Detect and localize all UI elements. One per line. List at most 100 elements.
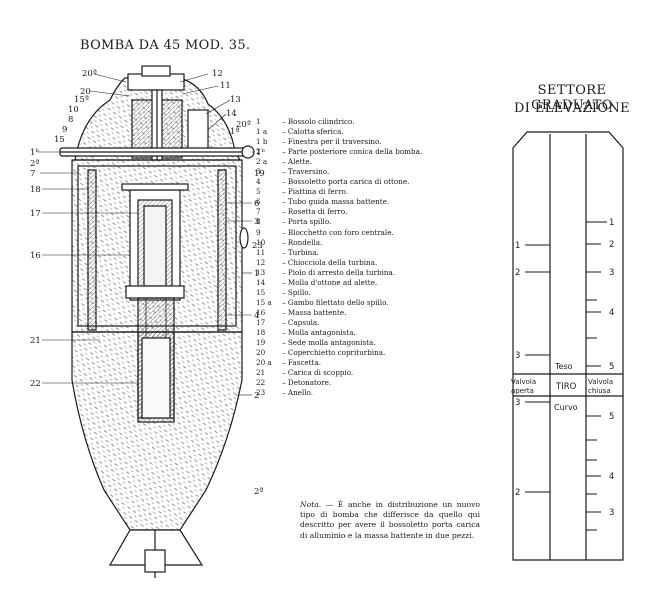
legend-number: 2 a: [256, 157, 268, 167]
valve-open-line1: Valvola: [511, 378, 536, 386]
legend-row: 5 – Piattina di ferro.: [256, 187, 496, 197]
legend-text: – Chiocciola della turbina.: [282, 257, 378, 267]
legend-text: – Piattina di ferro.: [282, 187, 349, 197]
legend-text: – Calotta sferica.: [282, 127, 344, 137]
callout-9: 9: [62, 125, 67, 135]
legend-text: – Capsula.: [282, 317, 320, 327]
legend-text: – Traversino.: [282, 167, 330, 177]
callout-11: 11: [220, 81, 231, 91]
legend-number: 10: [256, 237, 266, 247]
legend-row: 1 a– Calotta sferica.: [256, 127, 496, 137]
legend-text: – Piolo di arresto della turbina.: [282, 267, 396, 277]
page-title: BOMBA DA 45 MOD. 35.: [80, 38, 251, 53]
legend-text: – Molla antagonista.: [282, 327, 356, 337]
callout-6: 6: [254, 199, 259, 209]
right-upper-tick-1: 1: [609, 218, 614, 228]
legend-number: 1 b: [256, 137, 268, 147]
left-lower-tick-2: 2: [515, 488, 520, 498]
note-text: — È anche in distribuzione un nuovo tipo…: [300, 500, 480, 540]
callout-15a: 15ª: [74, 95, 89, 105]
sector-title-line1: SETTORE GRADUATO: [531, 83, 613, 113]
legend-text: – Rosetta di ferro.: [282, 207, 348, 217]
legend-row: 7– Rosetta di ferro.: [256, 207, 496, 217]
legend-text: – Spillo.: [282, 287, 311, 297]
legend-text: – Bossolo cilindrico.: [282, 117, 355, 126]
callout-1a-right: 1ª: [230, 127, 239, 137]
callout-12-top: 12: [212, 69, 223, 79]
legend-row: 2 – Parte posteriore conica della bomba.: [256, 147, 496, 157]
legend-number: 5: [256, 187, 261, 197]
callout-15: 15: [54, 135, 65, 145]
legend-number: 13: [256, 267, 266, 277]
legend-number: 9: [256, 227, 261, 237]
legend-text: – Massa battente.: [282, 307, 347, 317]
label-teso: Teso: [554, 362, 573, 371]
callout-2a-left: 2ª: [30, 159, 39, 169]
callout-3: 3: [254, 217, 259, 227]
callout-23: 23: [252, 241, 263, 251]
right-lower-tick-3: 3: [609, 508, 614, 518]
legend-row: 15 a– Gambo filettato dello spillo.: [256, 298, 496, 308]
left-upper-tick-1: 1: [515, 241, 520, 251]
legend-row: 12– Chiocciola della turbina.: [256, 258, 496, 268]
valve-closed-line1: Valvola: [588, 378, 613, 386]
callout-1: 1: [254, 269, 259, 279]
legend-text: – Molla d'ottone ad alette.: [282, 277, 378, 287]
legend-row: 1 – Bossolo cilindrico.: [256, 117, 496, 127]
callout-22: 22: [30, 379, 41, 389]
legend-number: 14: [256, 277, 266, 287]
legend-text: – Tubo guida massa battente.: [282, 197, 390, 207]
callout-13: 13: [230, 95, 241, 105]
legend-number: 6: [256, 197, 261, 207]
legend-row: 15– Spillo.: [256, 288, 496, 298]
legend-row: 9 – Blocchetto con foro centrale.: [256, 228, 496, 238]
legend-row: 4– Bossoletto porta carica di ottone.: [256, 177, 496, 187]
legend-number: 21: [256, 368, 266, 378]
callout-18: 18: [30, 185, 41, 195]
right-upper-tick-4: 4: [609, 308, 614, 318]
right-lower-tick-5: 5: [609, 412, 614, 422]
right-upper-tick-5: 5: [609, 362, 614, 372]
callout-17: 17: [30, 209, 41, 219]
legend-text: – Gambo filettato dello spillo.: [282, 297, 389, 307]
legend-text: – Rondella.: [282, 237, 323, 247]
callout-1b-right: 1ᵇ: [256, 148, 265, 158]
label-curvo: Curvo: [554, 403, 578, 412]
legend-row: 23– Anello.: [256, 388, 496, 398]
legend-number: 11: [256, 247, 266, 257]
callout-4: 4: [254, 311, 259, 321]
legend-text: – Detonatore.: [282, 378, 332, 388]
right-upper-tick-2: 2: [609, 240, 614, 250]
legend-number: 2: [256, 147, 261, 157]
legend-number: 23: [256, 388, 266, 398]
legend-text: – Parte posteriore conica della bomba.: [282, 147, 423, 157]
legend-text: – Carica di scoppio.: [282, 368, 354, 378]
legend-number: 20 a: [256, 358, 272, 368]
callout-2a-bottom: 2ª: [254, 487, 263, 497]
legend-number: 19: [256, 338, 266, 348]
legend-row: 10 – Rondella.: [256, 238, 496, 248]
callout-8: 8: [68, 115, 73, 125]
left-upper-tick-2: 2: [515, 268, 520, 278]
bomb-cross-section-drawing: 20ª 12 20 11 15ª 10 13 8 14 9 20ª 15 1ª …: [30, 65, 265, 578]
legend-row: 22 – Detonatore.: [256, 378, 496, 388]
legend-number: 1: [256, 117, 261, 126]
label-tiro: TIRO: [555, 382, 577, 392]
legend-text: – Coperchietto copriturbina.: [282, 348, 386, 358]
legend-number: 22: [256, 378, 266, 388]
sector-title-line2: DI ELEVAZIONE: [513, 101, 631, 116]
legend-row: 1 b – Finestra per il traversino.: [256, 137, 496, 147]
legend-row: 13 – Piolo di arresto della turbina.: [256, 268, 496, 278]
legend-row: 16– Massa battente.: [256, 308, 496, 318]
legend-text: – Blocchetto con foro centrale.: [282, 227, 394, 237]
valve-open-line2: aperta: [511, 387, 534, 395]
legend-text: – Finestra per il traversino.: [282, 137, 382, 147]
callout-19: 19: [254, 169, 265, 179]
right-upper-tick-3: 3: [609, 268, 614, 278]
legend-number: 20: [256, 348, 266, 358]
parts-legend: 1 – Bossolo cilindrico.1 a– Calotta sferi…: [256, 117, 496, 398]
legend-number: 3: [256, 167, 261, 177]
legend-number: 4: [256, 177, 261, 187]
callout-7: 7: [30, 169, 35, 179]
legend-text: – Porta spillo.: [282, 217, 332, 227]
